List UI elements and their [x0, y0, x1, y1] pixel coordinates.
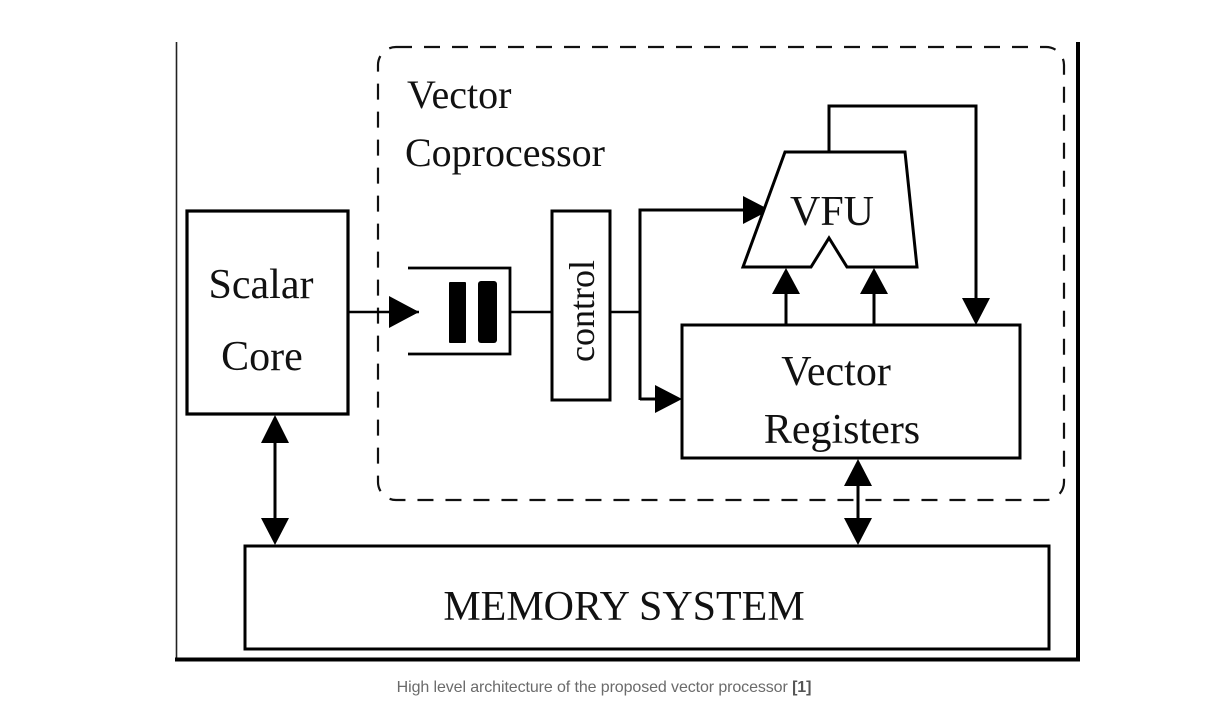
registers-memory-arrowhead-up [844, 459, 872, 486]
operand-a-arrowhead [772, 268, 800, 294]
caption-reference-link[interactable]: [1] [792, 679, 812, 696]
architecture-figure: Vector Coprocessor Scalar Core control [175, 42, 1080, 662]
figure-caption: High level architecture of the proposed … [0, 679, 1208, 697]
control-to-vfu-arrowhead [743, 196, 770, 224]
registers-memory-arrowhead-down [844, 518, 872, 545]
control-block: control [550, 209, 612, 402]
scalar-to-queue-arrowhead [389, 296, 419, 328]
vfu-feedback-path [827, 104, 978, 300]
vfu-label: VFU [790, 189, 874, 235]
queue-slot-1 [449, 282, 466, 343]
memory-system-block: MEMORY SYSTEM [243, 544, 1051, 651]
vfu-feedback-arrowhead [962, 298, 990, 325]
control-to-registers-arrowhead [655, 385, 682, 413]
vector-registers-label-line2: Registers [764, 407, 920, 453]
architecture-diagram: Vector Coprocessor Scalar Core control [175, 42, 1080, 662]
coprocessor-label-line2: Coprocessor [405, 130, 605, 175]
coprocessor-label-line1: Vector [407, 72, 511, 117]
scalar-core-block: Scalar Core [185, 209, 350, 416]
scalar-memory-arrowhead-down [261, 518, 289, 545]
control-label: control [562, 260, 602, 362]
scalar-memory-arrowhead-up [261, 415, 289, 443]
scalar-core-label-line2: Core [221, 334, 303, 380]
vector-registers-label-line1: Vector [781, 349, 891, 395]
instruction-queue [408, 266, 512, 356]
memory-system-label: MEMORY SYSTEM [443, 584, 804, 630]
queue-slot-2 [478, 281, 497, 343]
caption-text: High level architecture of the proposed … [396, 679, 793, 696]
scalar-core-label-line1: Scalar [209, 262, 314, 308]
vfu-block: VFU [740, 150, 919, 269]
operand-b-arrowhead [860, 268, 888, 294]
vector-registers-block: Vector Registers [680, 323, 1022, 460]
control-to-vfu-path [638, 208, 745, 400]
